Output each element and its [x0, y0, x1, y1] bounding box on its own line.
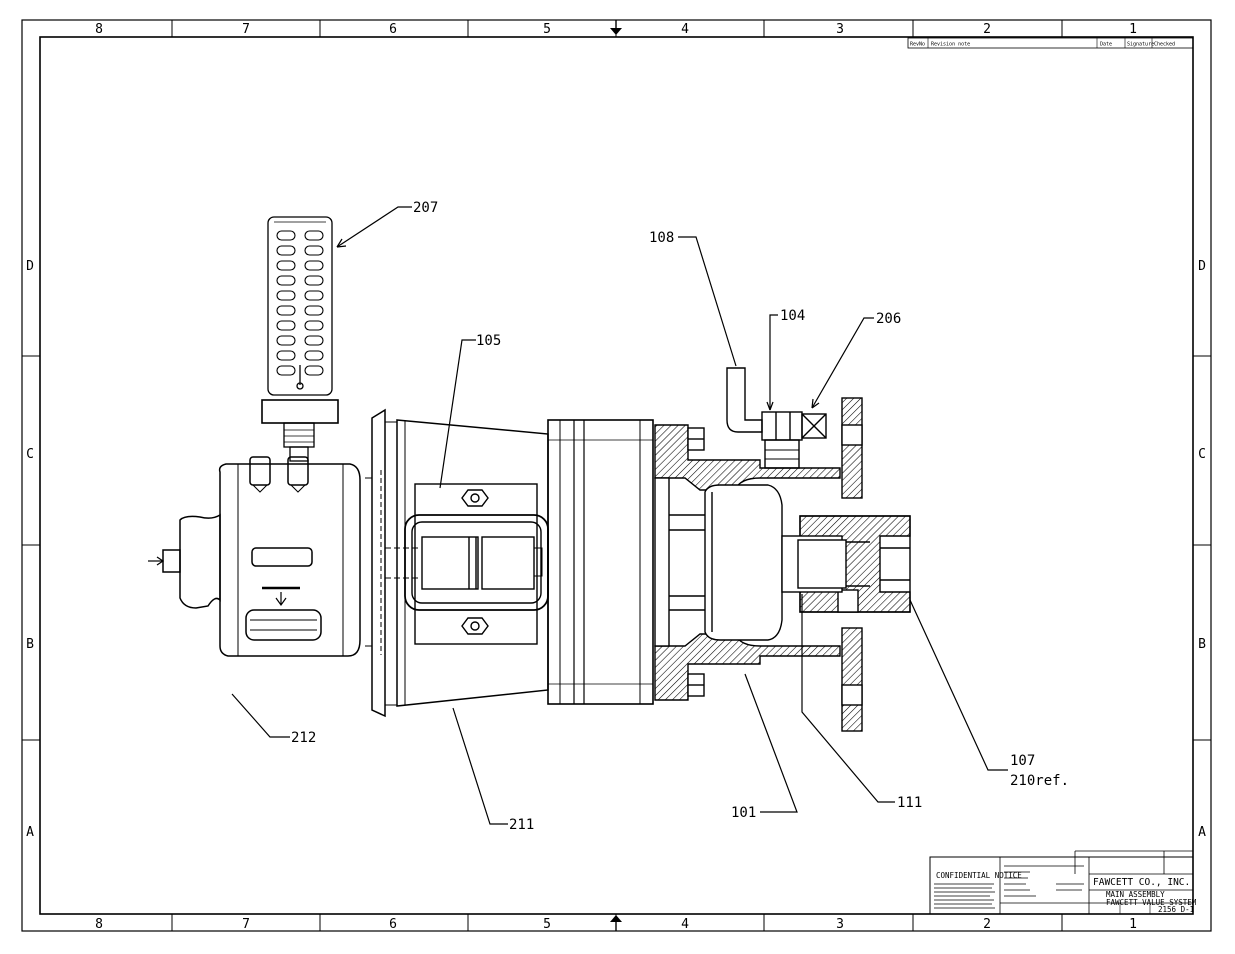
motor-housing-212 [148, 456, 361, 657]
leader-104 [769, 314, 778, 410]
leader-212 [231, 693, 290, 738]
zone-label: A [1198, 825, 1206, 840]
company-name: FAWCETT CO., INC. [1093, 877, 1190, 888]
zone-label: 1 [1129, 22, 1137, 37]
zone-label: C [26, 447, 34, 462]
zone-labels-bottom: 8 7 6 5 4 3 2 1 [95, 917, 1137, 932]
zone-label: 7 [242, 22, 250, 37]
leader-211 [452, 707, 508, 825]
adapter-housing-211 [365, 408, 549, 718]
leader-111 [801, 594, 895, 803]
signature-label: Signature [1127, 42, 1154, 48]
drawing-number: 2156 D-1 [1158, 905, 1194, 914]
zone-label: 6 [389, 22, 397, 37]
zone-label: 2 [983, 22, 991, 37]
drawing-title-line-2: FAWCETT VALUE SYSTEM [1106, 898, 1197, 907]
callout-212: 212 [291, 730, 316, 746]
nut-107 [781, 515, 911, 613]
zone-labels-left: D C B A [26, 259, 34, 840]
valve-body-101 [654, 397, 863, 732]
drawing-title-line-1: MAIN ASSEMBLY [1106, 890, 1165, 899]
callout-108: 108 [649, 230, 674, 246]
callout-111: 111 [897, 795, 922, 811]
zone-label: 3 [836, 22, 844, 37]
central-flange [547, 419, 654, 705]
zone-labels-right: D C B A [1198, 259, 1206, 840]
callout-211: 211 [509, 817, 534, 833]
date-label: Date [1100, 42, 1112, 48]
sheet-frame [21, 19, 1212, 932]
callout-labels: 207 105 108 104 206 212 211 101 111 107 … [291, 200, 1069, 833]
leader-207 [336, 206, 412, 248]
zone-label: B [26, 637, 34, 652]
leader-105 [439, 339, 476, 489]
callout-105: 105 [476, 333, 501, 349]
zone-label: 8 [95, 22, 103, 37]
revision-block: RevNo Revision note Date Signature Check… [907, 37, 1194, 49]
title-block: CONFIDENTIAL NOTICE FAWCETT CO., INC. MA… [929, 850, 1197, 915]
zone-label: A [26, 825, 34, 840]
zone-label: D [26, 259, 34, 274]
callout-104: 104 [780, 308, 805, 324]
zone-label: 4 [681, 22, 689, 37]
zone-label: 1 [1129, 917, 1137, 932]
zone-label: 2 [983, 917, 991, 932]
zone-label: 3 [836, 917, 844, 932]
zone-labels-top: 8 7 6 5 4 3 2 1 [95, 22, 1137, 37]
revision-note-label: Revision note [931, 42, 970, 48]
callout-107: 107 [1010, 753, 1035, 769]
zone-label: B [1198, 637, 1206, 652]
callout-101: 101 [731, 805, 756, 821]
leader-206 [811, 317, 874, 409]
top-center-arrow [610, 28, 622, 35]
fittings-108-104-206 [726, 367, 827, 469]
coupling-105 [404, 483, 549, 645]
callout-207: 207 [413, 200, 438, 216]
zone-label: C [1198, 447, 1206, 462]
zone-label: 5 [543, 917, 551, 932]
zone-label: 5 [543, 22, 551, 37]
leader-108 [678, 236, 737, 367]
breather-filter-207 [261, 216, 339, 462]
checked-label: Checked [1154, 42, 1175, 48]
confidential-notice: CONFIDENTIAL NOTICE [936, 871, 1022, 880]
zone-label: 7 [242, 917, 250, 932]
zone-label: 4 [681, 917, 689, 932]
callout-210ref: 210ref. [1010, 773, 1069, 789]
zone-label: 8 [95, 917, 103, 932]
leader-lines [231, 206, 1008, 825]
callout-206: 206 [876, 311, 901, 327]
rev-no-label: RevNo [910, 42, 925, 48]
bottom-center-arrow [610, 915, 622, 922]
filter-slots [276, 230, 324, 376]
leader-101 [744, 673, 798, 813]
zone-label: D [1198, 259, 1206, 274]
zone-label: 6 [389, 917, 397, 932]
leader-107 [909, 599, 1008, 771]
